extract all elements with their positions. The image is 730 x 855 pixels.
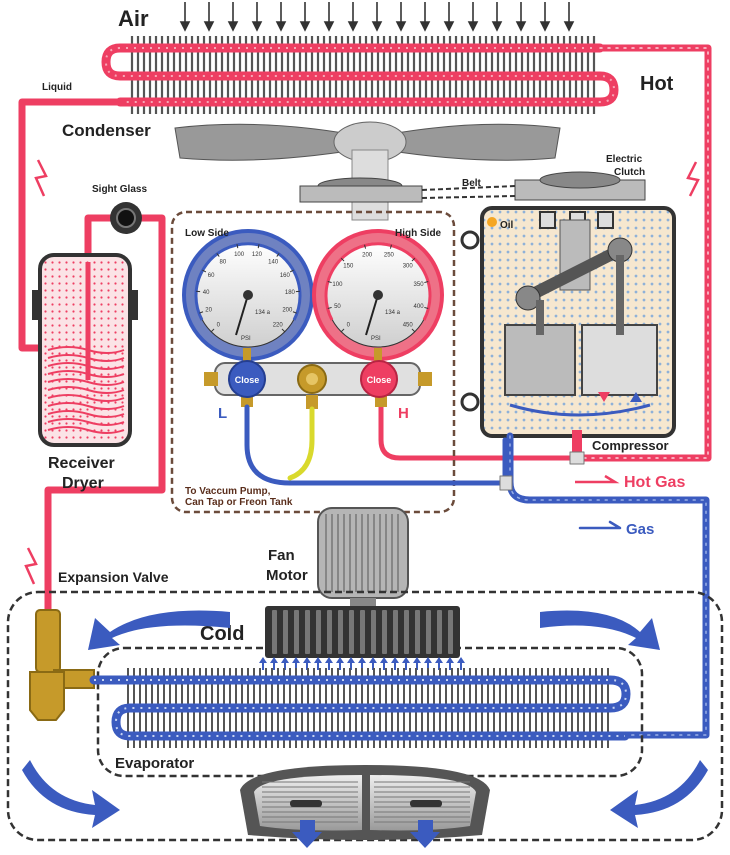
gauge-tick-label: 220 [273,323,284,329]
condenser-fan [174,121,561,221]
low-valve-knob[interactable]: Close [228,360,266,398]
gauge-hoses [244,404,508,486]
evaporator-coil [89,668,631,748]
fan-label: Fan [268,547,295,564]
gauge-tick-label: 200 [282,308,293,314]
hot-gas-label: Hot Gas [624,474,685,491]
expansion-valve [29,609,95,721]
gauge-tick-label: 180 [285,290,296,296]
gauge-tick-label: 100 [234,252,245,258]
air-label: Air [118,6,149,31]
oil-label: Oil [500,220,514,231]
gauge-tick-label: 300 [403,263,414,269]
gauge-tick-label: 200 [362,252,373,258]
gauge-tick-label: 400 [414,304,425,310]
hot-label: Hot [640,73,674,95]
low-side-label: Low Side [185,228,229,239]
gauge-tick-label: 140 [268,259,279,265]
compressor [460,206,676,458]
high-unit-label: PSI [371,336,381,342]
belt-pulleys [299,171,646,203]
fan-motor [317,507,409,610]
gauge-tick-label: 60 [208,273,215,279]
expansion-valve-label: Expansion Valve [58,569,169,585]
sight-glass [110,202,142,234]
low-refrigerant-label: 134 a [255,310,271,316]
clutch-label-2: Clutch [614,167,645,178]
compressor-label: Compressor [592,438,669,453]
gauge-tick-label: 0 [217,323,221,329]
motor-label: Motor [266,567,308,584]
gauge-tick-label: 0 [347,323,351,329]
gauge-tick-label: 150 [343,263,354,269]
low-port-letter: L [218,405,227,422]
high-pressure-lines [18,44,712,616]
clutch-label-1: Electric [606,154,643,165]
high-port-letter: H [398,405,409,422]
low-side-gauge: 0 20 40 60 80 100 120 140 160 180 200 220 [182,229,314,361]
gauge-tick-label: 250 [384,252,395,258]
high-side-label: High Side [395,228,442,239]
gauge-tick-label: 80 [219,259,226,265]
low-pressure-lines [499,432,710,739]
gas-label: Gas [626,521,654,538]
high-valve-knob[interactable]: Close [360,360,398,398]
gauge-tick-label: 50 [334,304,341,310]
dryer-label: Dryer [62,475,104,492]
receiver-dryer [32,253,138,447]
airflow-up-arrows [259,657,465,670]
flow-arrows [24,159,700,585]
gauge-tick-label: 450 [403,323,414,329]
vacuum-label-1: To Vaccum Pump, [185,486,271,497]
low-unit-label: PSI [241,336,251,342]
belt-label: Belt [462,178,482,189]
cold-label: Cold [200,623,244,645]
vacuum-label-2: Can Tap or Freon Tank [185,497,293,508]
gauge-tick-label: 40 [203,290,210,296]
gauge-tick-label: 350 [414,282,425,288]
evaporator-label: Evaporator [115,755,194,772]
high-refrigerant-label: 134 a [385,310,401,316]
condenser-label: Condenser [62,121,151,140]
blower-wheel [265,606,460,658]
airflow-curved-arrows [22,610,708,828]
gauge-tick-label: 160 [280,273,291,279]
receiver-label: Receiver [48,455,115,472]
evaporator-housing [6,590,724,842]
low-valve-label: Close [235,375,260,385]
liquid-label: Liquid [42,82,72,93]
air-arrows [179,2,575,32]
center-valve-knob[interactable] [297,364,327,394]
gauge-tick-label: 100 [332,282,343,288]
high-side-gauge: 0 50 100 150 200 250 300 350 400 450 [312,229,444,361]
sight-glass-label: Sight Glass [92,184,147,195]
gauge-tick-label: 120 [252,252,263,258]
gauge-tick-label: 20 [205,308,212,314]
condenser [101,36,619,114]
high-valve-label: Close [367,375,392,385]
cabin-vent-grill [240,765,490,848]
manifold-gauge-panel [170,210,456,514]
